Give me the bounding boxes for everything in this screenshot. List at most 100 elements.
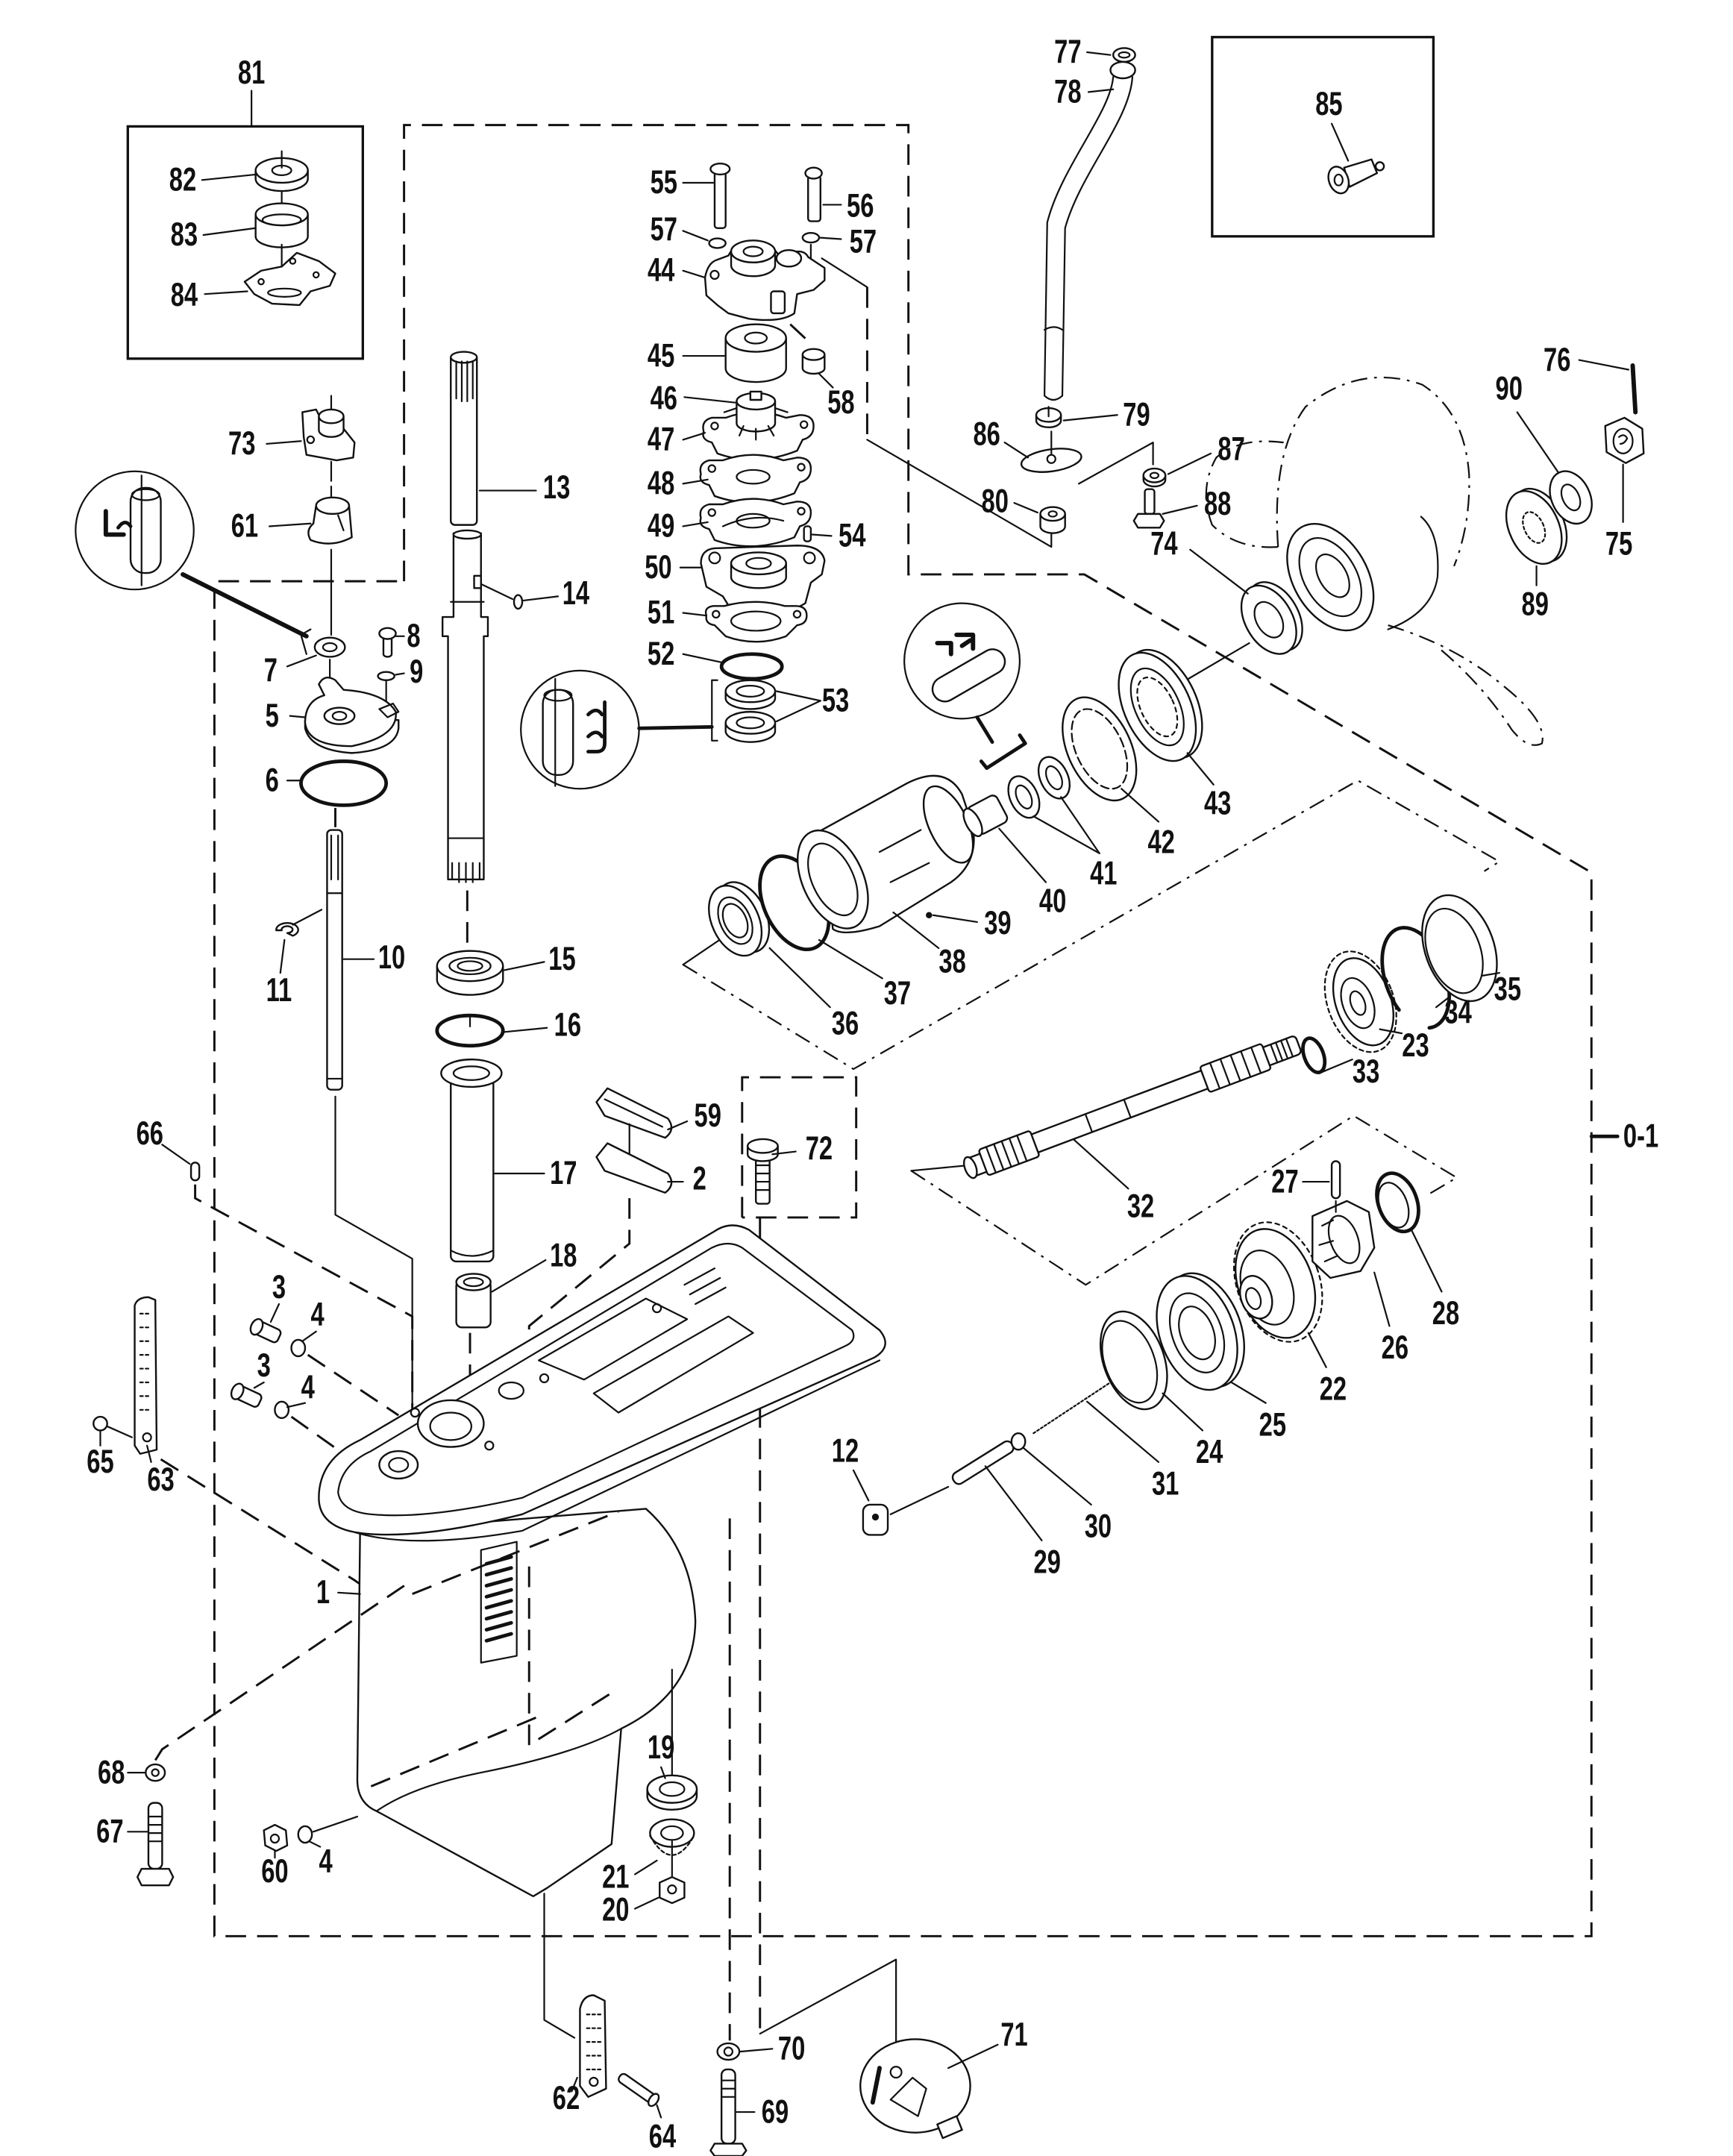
callout-57-left: 57 [651, 211, 677, 248]
part-4-washer-bottom [297, 1815, 359, 1844]
callout-23: 23 [1402, 1027, 1429, 1064]
callout-75: 75 [1605, 526, 1632, 562]
kit-box-frame-85 [1211, 36, 1435, 238]
callout-41: 41 [1090, 856, 1117, 892]
part-36-bearing [708, 881, 771, 957]
part-78-tube [1043, 60, 1136, 401]
callout-34: 34 [1444, 994, 1472, 1031]
leader-80 [1013, 502, 1038, 514]
leader-14 [522, 595, 560, 602]
part-25-bearing [1156, 1272, 1245, 1391]
callout-66: 66 [137, 1115, 163, 1152]
callout-79: 79 [1123, 397, 1150, 433]
leader-61 [268, 522, 312, 527]
leader-52 [682, 653, 723, 663]
callout-labels: 81 82 83 84 73 61 13 14 7 8 9 5 6 10 11 … [87, 34, 1632, 2155]
anode-63-install-line [160, 1458, 413, 1623]
part-30-guide-block [1010, 1432, 1027, 1451]
part-72-bolt-group [741, 1076, 858, 1219]
leader-3-upper [269, 1303, 281, 1323]
leader-54 [811, 533, 833, 537]
part-13-driveshaft-lower [441, 529, 489, 883]
leader-33 [1318, 1059, 1353, 1074]
part-77-grommet [1112, 47, 1136, 63]
leader-26 [1373, 1271, 1391, 1327]
callout-85: 85 [1315, 87, 1342, 123]
callout-81: 81 [238, 54, 265, 91]
callout-30: 30 [1085, 1508, 1112, 1545]
part-28-spring-ring [1375, 1171, 1420, 1234]
callout-29: 29 [1034, 1544, 1061, 1581]
part-80-grommet [1039, 506, 1066, 534]
callout-77: 77 [1054, 34, 1081, 71]
leader-35 [1482, 971, 1500, 977]
part-4-washer-upper [290, 1338, 307, 1358]
sealant-symbol-icon [586, 700, 607, 753]
part-61-coupler [307, 485, 353, 545]
bolt-72-dashed-box [741, 1076, 858, 1219]
callout-51: 51 [648, 595, 674, 631]
leader-18 [491, 1259, 547, 1293]
callout-70: 70 [778, 2031, 805, 2067]
callout-56: 56 [847, 188, 874, 225]
leader-70 [739, 2048, 774, 2053]
part-69-bolt [709, 2068, 748, 2156]
part-46-impeller [723, 390, 789, 441]
kit-box-81 [126, 90, 364, 360]
leader-4-upper [301, 1330, 317, 1342]
leader-57-left [682, 230, 709, 242]
trim-tab-bolt-line [154, 1579, 413, 1761]
shift-shaft-install-line [334, 1095, 413, 1430]
part-31-spring [1032, 1381, 1112, 1435]
part-65-washer [93, 1415, 133, 1438]
callout-73: 73 [228, 426, 255, 463]
detail-circle-shift-shaft [75, 470, 195, 591]
callout-22: 22 [1320, 1371, 1347, 1408]
part-62-anode [579, 1994, 607, 2098]
leader-36 [768, 947, 831, 1009]
callout-36: 36 [832, 1006, 859, 1042]
callout-65: 65 [87, 1444, 113, 1480]
callout-5: 5 [266, 698, 279, 734]
leader-43 [1186, 752, 1215, 786]
part-26-clutch [1311, 1200, 1376, 1279]
detail-circle-carrier [903, 602, 1027, 771]
detail-pointer-line [181, 571, 309, 639]
part-1-gear-housing [318, 1224, 886, 1898]
part-75-nut [1604, 416, 1645, 464]
leader-29 [984, 1465, 1043, 1541]
part-83-seal [254, 191, 309, 248]
leader-5 [289, 715, 307, 718]
part-59-plate [595, 1087, 673, 1139]
callout-46: 46 [651, 380, 677, 417]
part-18-bushing [455, 1273, 492, 1329]
callout-63: 63 [147, 1461, 174, 1498]
callout-52: 52 [648, 636, 674, 672]
callout-35: 35 [1494, 971, 1521, 1008]
part-76-cotter-pin [1630, 363, 1638, 415]
grease-symbol-icon [935, 633, 976, 656]
carrier-group-bracket-a [682, 935, 727, 966]
callout-47: 47 [648, 422, 674, 458]
leader-23 [1379, 1028, 1403, 1035]
callout-60: 60 [261, 1853, 288, 1890]
callout-10: 10 [378, 939, 405, 976]
part-22-gear [1232, 1221, 1323, 1343]
callout-9: 9 [410, 654, 423, 690]
screw-3-lower-line [290, 1415, 345, 1455]
leader-48 [682, 478, 709, 485]
callout-16: 16 [554, 1007, 581, 1044]
callout-64: 64 [649, 2119, 677, 2155]
leader-3-lower [253, 1381, 265, 1389]
callout-27: 27 [1271, 1164, 1298, 1200]
leader-40 [998, 827, 1047, 883]
screw-3-upper-line [307, 1353, 400, 1417]
callout-48: 48 [648, 466, 674, 502]
part-58-grommet [789, 323, 826, 375]
leader-85 [1330, 122, 1350, 162]
part-5-cover [304, 677, 400, 754]
callout-19: 19 [648, 1730, 674, 1767]
grommet-link-line [866, 439, 1053, 548]
part-7-washer [300, 628, 346, 695]
